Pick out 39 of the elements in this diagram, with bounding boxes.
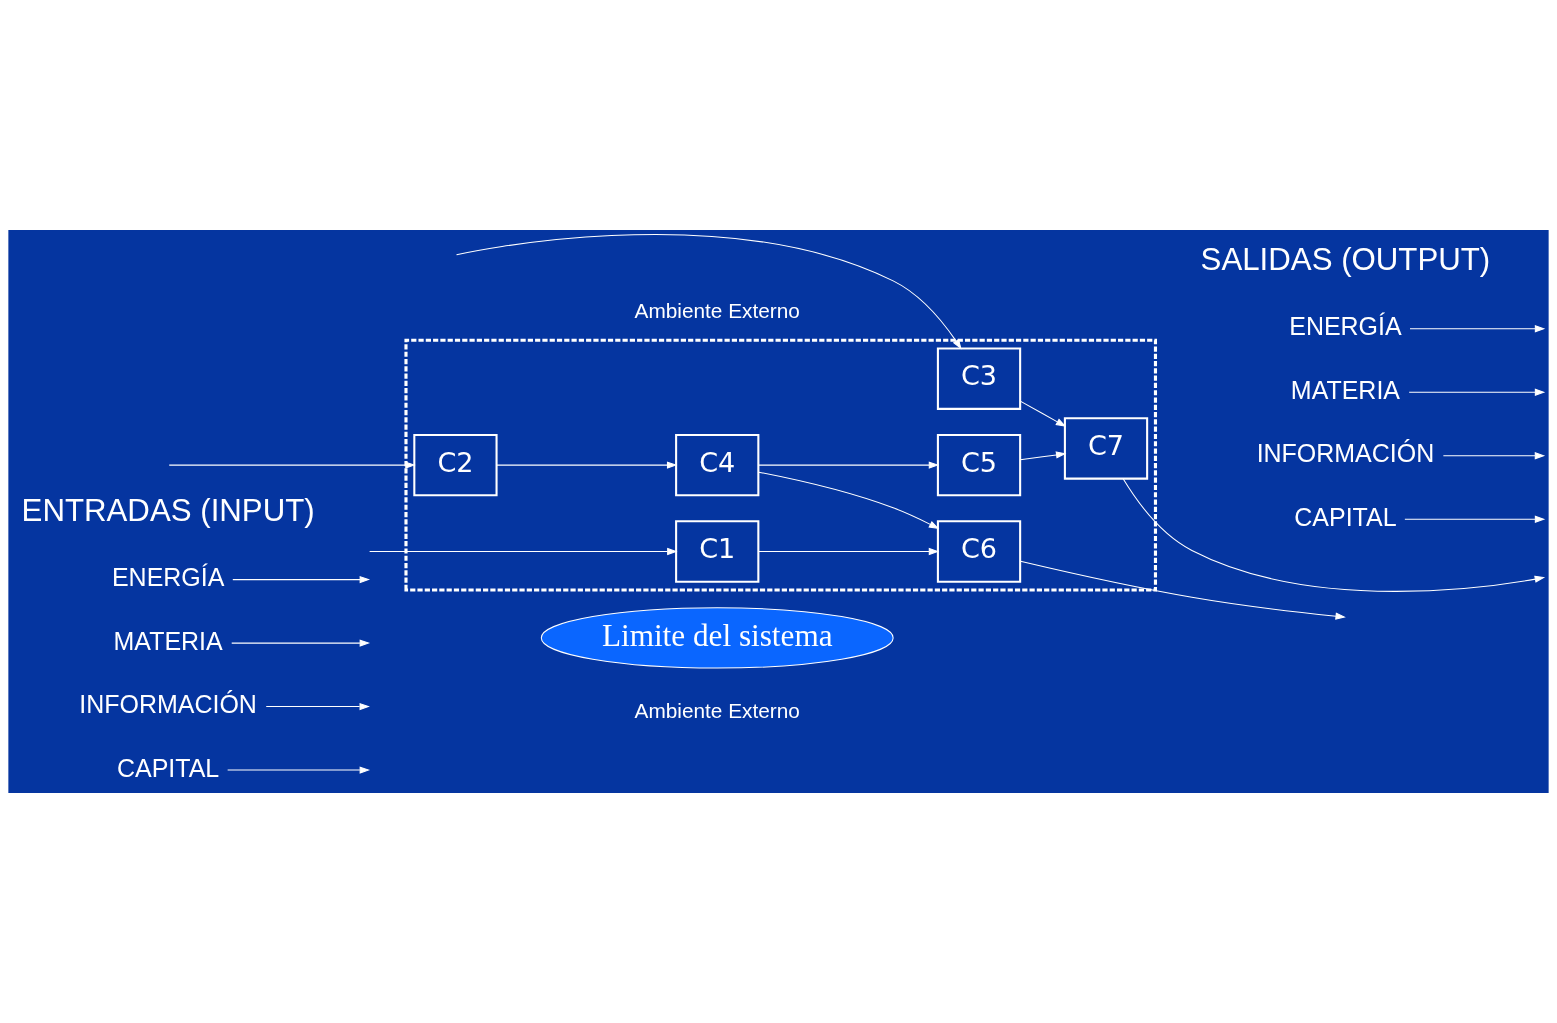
node-box: C5 <box>936 433 1022 497</box>
arrow <box>265 702 370 711</box>
arrow <box>1404 515 1546 523</box>
node-box: C6 <box>936 520 1022 583</box>
arrow <box>758 471 940 530</box>
arrow <box>227 766 371 774</box>
arrow <box>1409 325 1546 333</box>
node-box: C7 <box>1063 417 1149 480</box>
label: SALIDAS (OUTPUT) <box>1200 241 1491 277</box>
arrow <box>456 234 962 350</box>
node-box: C4 <box>675 433 760 497</box>
arrow <box>1019 451 1067 461</box>
arrow <box>758 547 940 556</box>
node-text: ENERGÍA <box>1289 312 1402 341</box>
label: ENTRADAS (INPUT) <box>21 492 315 528</box>
node-box: C1 <box>675 520 760 583</box>
node-text: INFORMACIÓN <box>1256 439 1435 468</box>
node-text: ENERGÍA <box>111 563 225 592</box>
arrow <box>1019 560 1346 620</box>
node-text: MATERIA <box>113 626 223 655</box>
arrow <box>1408 388 1546 396</box>
arrow <box>369 547 678 556</box>
arrow <box>168 461 416 469</box>
arrow <box>1122 478 1546 592</box>
node-text: CAPITAL <box>117 753 220 782</box>
arrow <box>231 639 371 647</box>
node-box: C2 <box>413 433 498 497</box>
label: Ambiente Externo <box>634 299 800 323</box>
label: Ambiente Externo <box>634 699 800 723</box>
node-box: C3 <box>936 347 1022 410</box>
arrow <box>496 461 678 469</box>
node-ellipse: Limite del sistema <box>540 607 894 669</box>
arrow <box>1019 400 1067 427</box>
arrow <box>232 575 371 584</box>
node-text: CAPITAL <box>1294 502 1397 531</box>
arrow <box>758 461 940 469</box>
node-text: INFORMACIÓN <box>79 690 257 719</box>
node-text: MATERIA <box>1290 375 1401 404</box>
arrow <box>1442 452 1546 460</box>
